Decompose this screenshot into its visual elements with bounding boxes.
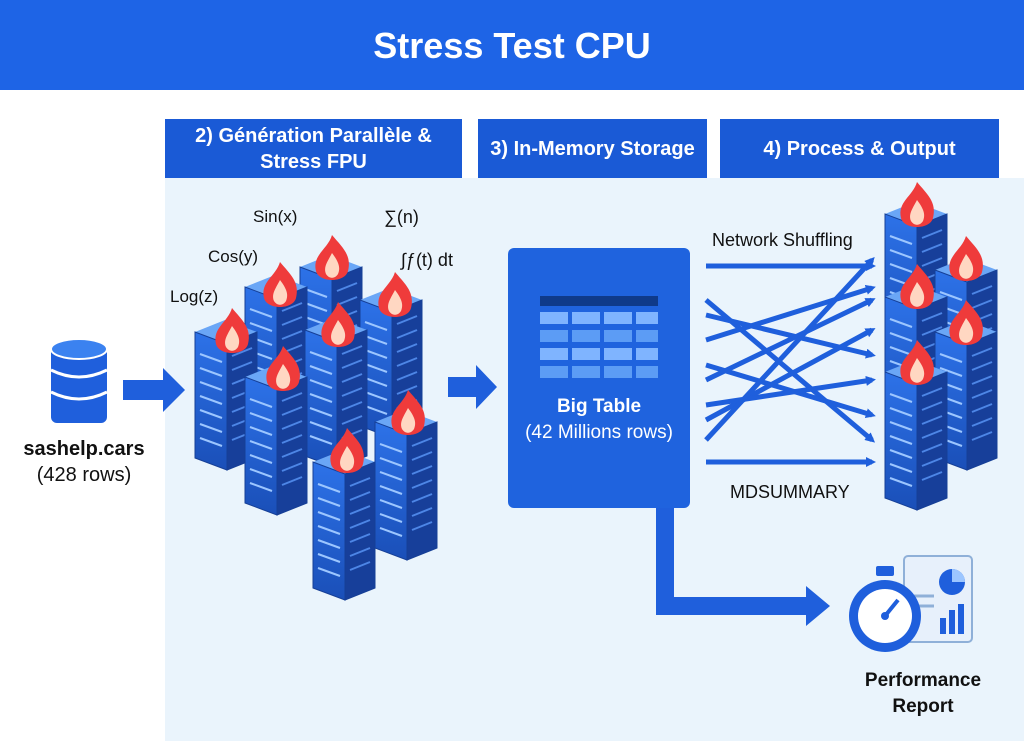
database-icon [50,338,108,423]
performance-report-label: Performance Report [848,668,998,720]
formula-sin: Sin(x) [253,207,298,226]
formula-integral: ∫ƒ(t) dt [401,250,453,270]
report-line-2: Report [892,696,954,717]
mdsummary-label: MDSUMMARY [730,482,850,502]
report-line-1: Performance [864,670,982,691]
table-icon [540,296,658,378]
formula-cos: Cos(y) [208,247,259,266]
report-document-icon [903,555,973,643]
server-cluster-generation [194,235,438,601]
big-table-title: Big Table [556,396,642,417]
arrow-to-report [656,508,808,615]
header-generation: 2) Génération Parallèle & Stress FPU [165,119,462,178]
formula-log: Log(z) [170,287,219,306]
page-title: Stress Test CPU [0,0,1024,90]
big-table-rows: (42 Millions rows) [525,422,673,443]
network-shuffling-label: Network Shuffling [712,230,853,250]
shuffle-arrows [704,257,876,467]
arrow-to-storage [448,365,497,409]
header-process: 4) Process & Output [720,119,999,178]
source-name: sashelp.cars [23,438,145,460]
formula-sum: ∑(n) [384,207,419,227]
server-cluster-output [884,182,998,511]
source-rows: (428 rows) [36,464,132,486]
arrow-to-generation [123,368,185,412]
header-storage: 3) In-Memory Storage [478,119,707,178]
stopwatch-icon [849,566,921,652]
